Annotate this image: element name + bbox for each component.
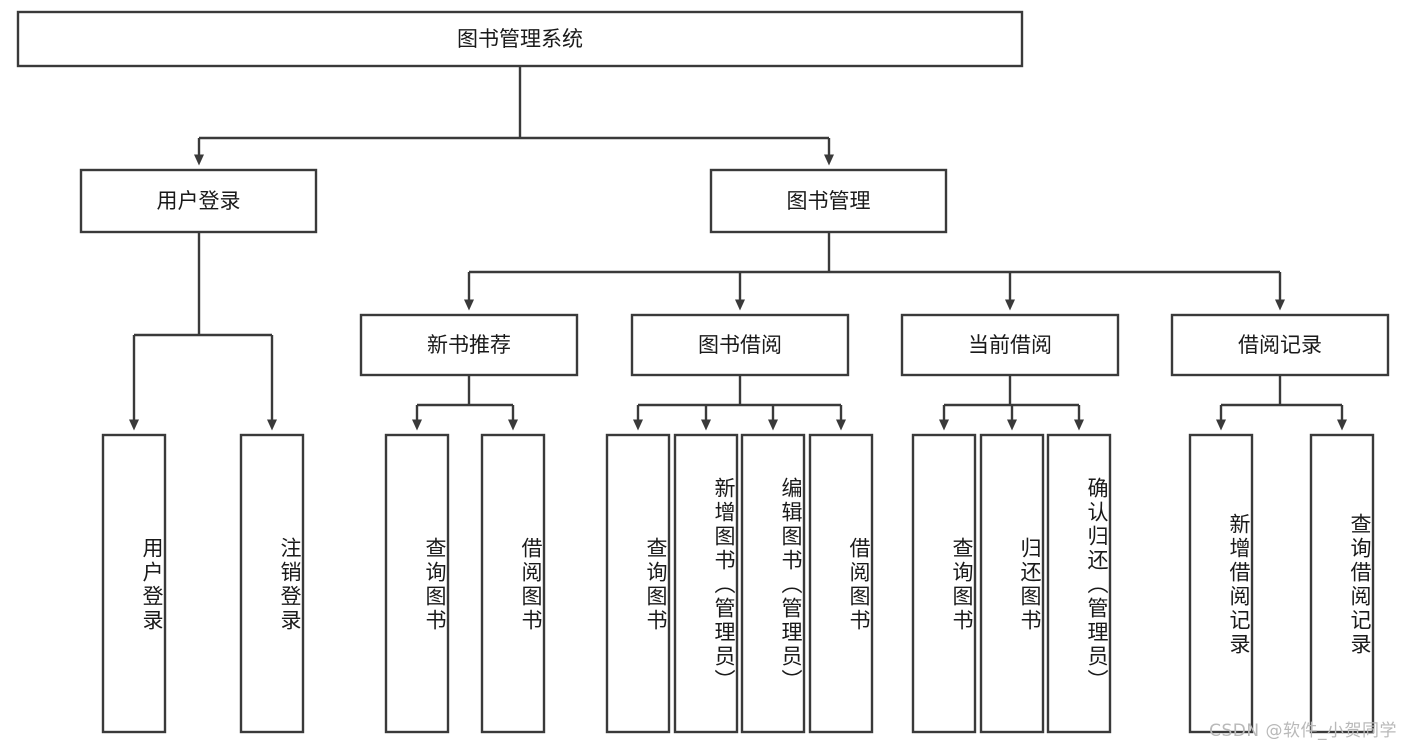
node-leaf-box-3[interactable] xyxy=(480,433,546,734)
csdn-watermark: CSDN @软件_小贺同学 xyxy=(1209,721,1397,741)
node-book-borrow-box[interactable] xyxy=(630,313,850,377)
connector-group-current-children xyxy=(939,375,1084,431)
node-new-book-recommend-box[interactable] xyxy=(359,313,579,377)
node-leaf-box-0[interactable] xyxy=(101,433,167,734)
node-current-borrow-label: 当前借阅 xyxy=(968,333,1052,357)
node-current-borrow-box[interactable] xyxy=(900,313,1120,377)
node-leaf-box-12[interactable] xyxy=(1309,433,1375,734)
node-borrow-records-label: 借阅记录 xyxy=(1238,333,1322,357)
node-user-login-box[interactable] xyxy=(79,168,318,234)
node-leaf-box-6[interactable] xyxy=(740,433,806,734)
node-book-manage-label: 图书管理 xyxy=(787,189,871,213)
node-new-book-recommend-label: 新书推荐 xyxy=(427,333,511,357)
node-leaf-box-10[interactable] xyxy=(1046,433,1112,734)
node-leaf-box-2[interactable] xyxy=(384,433,450,734)
node-root-box[interactable] xyxy=(16,10,1024,68)
node-leaf-box-11[interactable] xyxy=(1188,433,1254,734)
node-leaf-box-1[interactable] xyxy=(239,433,305,734)
node-user-login-label: 用户登录 xyxy=(157,189,241,213)
connector-group-bookmanage-children xyxy=(464,232,1285,311)
connector-group-root-to-level2 xyxy=(194,66,834,166)
connector-group-userlogin-children xyxy=(129,232,277,431)
node-book-manage-box[interactable] xyxy=(709,168,948,234)
node-root-label: 图书管理系统 xyxy=(457,27,583,51)
node-leaf-box-5[interactable] xyxy=(673,433,739,734)
node-leaf-box-9[interactable] xyxy=(979,433,1045,734)
node-leaf-box-4[interactable] xyxy=(605,433,671,734)
node-leaf-box-8[interactable] xyxy=(911,433,977,734)
node-borrow-records-box[interactable] xyxy=(1170,313,1390,377)
node-book-borrow-label: 图书借阅 xyxy=(698,333,782,357)
node-leaf-box-7[interactable] xyxy=(808,433,874,734)
connector-group-newbook-children xyxy=(412,375,518,431)
connector-group-records-children xyxy=(1216,375,1347,431)
connector-group-borrow-children xyxy=(633,375,846,431)
